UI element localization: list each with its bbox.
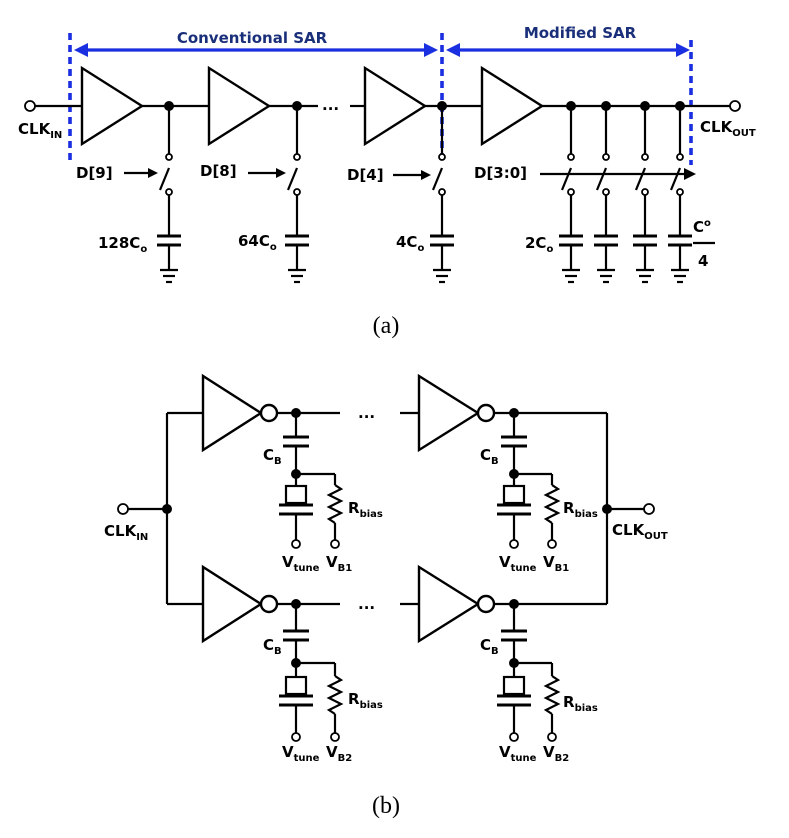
inverter-bottom-1 xyxy=(201,564,264,644)
rbias-label-bottom-right: Rbias xyxy=(563,693,598,714)
cap-2co: 2Co xyxy=(525,234,553,255)
rbias-label-top-right: Rbias xyxy=(563,499,598,520)
clk-out-label-a: CLKOUT xyxy=(700,118,756,139)
switched-cap-branch-4 xyxy=(393,101,454,284)
control-d4: D[4] xyxy=(347,166,384,184)
rbias-label-bottom-left: Rbias xyxy=(348,690,383,711)
bottom-row-delay-chain xyxy=(201,564,521,644)
svg-text:4: 4 xyxy=(698,252,708,270)
vtune-label-top-right: Vtune xyxy=(499,553,537,574)
top-row-delay-chain xyxy=(201,373,521,453)
control-d8: D[8] xyxy=(200,162,237,180)
inverter-top-1 xyxy=(201,373,264,453)
inverter-top-2 xyxy=(417,373,481,453)
rbias-label-top-left: Rbias xyxy=(348,499,383,520)
buffer-2 xyxy=(207,65,272,147)
vtune-label-bottom-right: Vtune xyxy=(499,743,537,764)
switched-cap-branch-64 xyxy=(248,101,309,284)
tuning-cell-top-right xyxy=(497,413,561,549)
vtune-label-bottom-left: Vtune xyxy=(282,743,320,764)
conventional-sar-span xyxy=(74,43,438,57)
part-b-schematic: CLKIN CLKOUT ... xyxy=(104,373,668,819)
tuning-cell-bottom-right xyxy=(497,604,561,742)
clk-in-label-a: CLKIN xyxy=(18,120,62,141)
modified-sar-span xyxy=(446,43,690,57)
vb2-label-bottom-right: VB2 xyxy=(543,743,569,764)
cap-64co: 64Co xyxy=(238,232,277,253)
modified-branches xyxy=(540,101,696,284)
cb-label-top-right: CB xyxy=(480,446,499,467)
vb1-label-top-right: VB1 xyxy=(543,553,569,574)
tuning-cell-bottom-left xyxy=(279,604,344,742)
cb-label-bottom-left: CB xyxy=(263,636,282,657)
part-a-schematic: Conventional SAR Modified SAR CLKIN ... … xyxy=(18,24,756,339)
vtune-label-top-left: Vtune xyxy=(282,553,320,574)
control-d9: D[9] xyxy=(76,164,113,182)
svg-text:Co: Co xyxy=(693,218,711,236)
cap-co-over-4: Co 4 xyxy=(693,218,715,270)
caption-b: (b) xyxy=(372,793,400,819)
clk-out-label-b: CLKOUT xyxy=(612,521,668,542)
switched-cap-branch-128 xyxy=(124,101,181,284)
buffer-1 xyxy=(80,65,145,147)
ellipsis-b-bottom: ... xyxy=(358,595,375,613)
cap-4co: 4Co xyxy=(396,233,424,254)
tuning-cell-top-left xyxy=(279,413,344,549)
cb-label-top-left: CB xyxy=(263,446,282,467)
ellipsis-b-top: ... xyxy=(358,404,375,422)
conventional-sar-label: Conventional SAR xyxy=(177,29,328,47)
ellipsis-a: ... xyxy=(322,96,339,114)
caption-a: (a) xyxy=(373,313,400,339)
clk-in-label-b: CLKIN xyxy=(104,522,148,543)
clk-in-terminal xyxy=(24,100,36,112)
cap-128co: 128Co xyxy=(98,234,147,255)
vb2-label-bottom-left: VB2 xyxy=(326,743,352,764)
clk-in-terminal-b xyxy=(117,503,129,515)
buffer-4 xyxy=(480,65,545,147)
buffer-3 xyxy=(363,65,428,147)
modified-sar-label: Modified SAR xyxy=(524,24,637,42)
vb1-label-top-left: VB1 xyxy=(326,553,352,574)
inverter-bottom-2 xyxy=(417,564,481,644)
clk-out-terminal xyxy=(729,100,741,112)
cb-label-bottom-right: CB xyxy=(480,636,499,657)
control-d30: D[3:0] xyxy=(474,164,527,182)
clk-out-terminal-b xyxy=(643,503,655,515)
